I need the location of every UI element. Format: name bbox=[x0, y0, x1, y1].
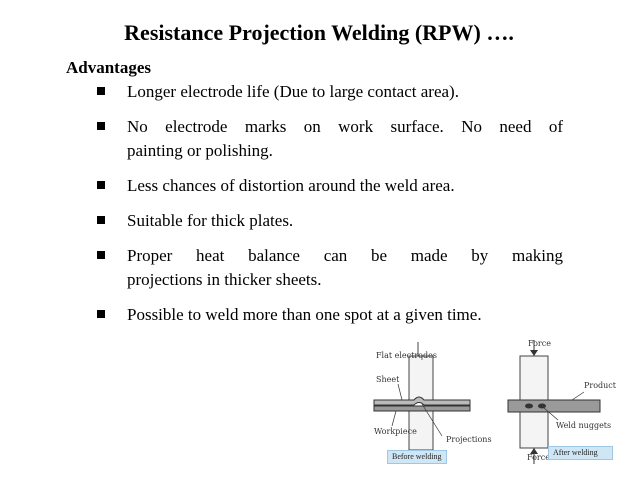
caption-after-welding: After welding bbox=[548, 446, 613, 460]
label-weld-nuggets: Weld nuggets bbox=[556, 421, 611, 430]
list-item: Longer electrode life (Due to large cont… bbox=[97, 80, 563, 104]
sheet-leader-line bbox=[397, 383, 403, 401]
list-item: Proper heat balance can be made by makin… bbox=[97, 244, 563, 292]
list-item: Possible to weld more than one spot at a… bbox=[97, 303, 563, 327]
bullet-square-icon bbox=[97, 181, 105, 189]
list-item: Suitable for thick plates. bbox=[97, 209, 563, 233]
bullet-text: Longer electrode life (Due to large cont… bbox=[127, 82, 459, 101]
bullet-square-icon bbox=[97, 216, 105, 224]
welding-diagram-svg: Flat electrodes Sheet Workpiece Projecti… bbox=[373, 339, 617, 464]
caption-before-welding: Before welding bbox=[387, 450, 447, 464]
bullet-square-icon bbox=[97, 310, 105, 318]
label-product: Product bbox=[584, 381, 617, 390]
weld-nugget bbox=[538, 403, 546, 409]
before-welding-drawing bbox=[373, 342, 471, 451]
bullet-text: Less chances of distortion around the we… bbox=[127, 176, 455, 195]
bullet-text-line-2: painting or polishing. bbox=[127, 141, 273, 160]
bullet-text-line-1: Proper heat balance can be made by makin… bbox=[127, 246, 563, 265]
workpiece-leader-line bbox=[391, 410, 397, 427]
label-force-top: Force bbox=[528, 339, 551, 348]
force-arrowhead-bottom bbox=[530, 448, 538, 454]
projections-leader-line bbox=[421, 403, 443, 437]
bullet-square-icon bbox=[97, 122, 105, 130]
label-sheet: Sheet bbox=[376, 375, 400, 384]
workpiece-plate bbox=[373, 405, 471, 412]
slide-title: Resistance Projection Welding (RPW) …. bbox=[124, 20, 514, 45]
bullet-text: Suitable for thick plates. bbox=[127, 211, 294, 230]
bullet-text-line-1: No electrode marks on work surface. No n… bbox=[127, 117, 563, 136]
lower-electrode-after bbox=[519, 411, 549, 449]
bullet-text: Proper heat balance can be made by makin… bbox=[127, 244, 563, 292]
projection-welding-diagram: Flat electrodes Sheet Workpiece Projecti… bbox=[362, 336, 620, 470]
upper-electrode-after bbox=[519, 355, 549, 401]
after-welding-drawing bbox=[507, 340, 601, 464]
weld-nuggets-leader-line bbox=[543, 407, 559, 421]
label-workpiece: Workpiece bbox=[374, 427, 417, 436]
product-leader-line bbox=[571, 391, 585, 401]
weld-nugget bbox=[525, 403, 533, 409]
force-arrowhead-top bbox=[530, 350, 538, 356]
welded-product bbox=[507, 399, 601, 413]
list-item: No electrode marks on work surface. No n… bbox=[97, 115, 563, 163]
bullet-text-line-2: projections in thicker sheets. bbox=[127, 270, 322, 289]
bullet-text: Possible to weld more than one spot at a… bbox=[127, 305, 482, 324]
advantages-list: Longer electrode life (Due to large cont… bbox=[97, 80, 563, 338]
upper-electrode bbox=[408, 355, 434, 401]
label-force-bottom: Force bbox=[527, 453, 550, 462]
label-flat-electrodes: Flat electrodes bbox=[376, 351, 437, 360]
bullet-square-icon bbox=[97, 87, 105, 95]
bullet-text: No electrode marks on work surface. No n… bbox=[127, 115, 563, 163]
label-projections: Projections bbox=[446, 435, 492, 444]
list-item: Less chances of distortion around the we… bbox=[97, 174, 563, 198]
sheet-with-projection bbox=[373, 396, 471, 406]
bullet-square-icon bbox=[97, 251, 105, 259]
advantages-heading: Advantages bbox=[66, 58, 152, 77]
